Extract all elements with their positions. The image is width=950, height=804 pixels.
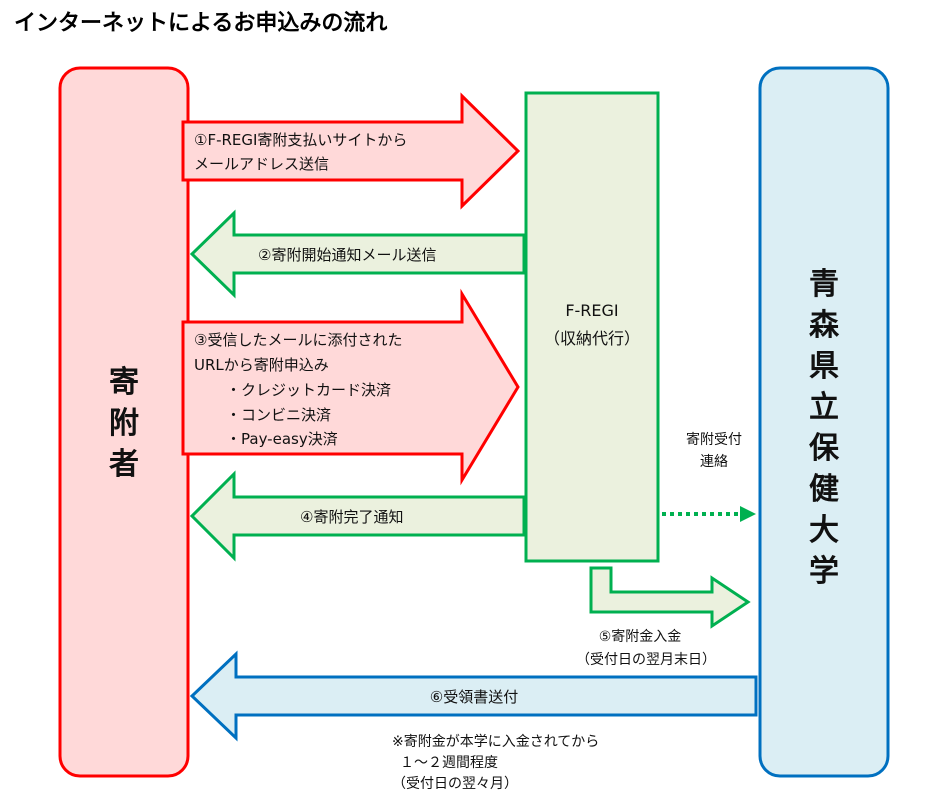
step1-line2: メールアドレス送信 <box>194 155 329 173</box>
fregi-name: F-REGI <box>565 301 618 320</box>
step3-method-payeasy: ・Pay-easy決済 <box>226 430 338 448</box>
step3-arrow <box>181 288 520 486</box>
step1-line1: ①F-REGI寄附支払いサイトから <box>194 131 407 149</box>
university-label-char-3: 県 <box>809 349 839 384</box>
university-box <box>758 66 890 778</box>
page-title: インターネットによるお申込みの流れ <box>14 10 387 36</box>
university-label-char-4: 立 <box>809 390 839 425</box>
step3-line2: URLから寄附申込み <box>194 356 329 374</box>
university-label-char-6: 健 <box>809 472 839 507</box>
step4-arrow <box>189 470 526 562</box>
notify-line2: 連絡 <box>700 454 728 470</box>
step2-text: ②寄附開始通知メール送信 <box>258 246 436 264</box>
step5-arrow <box>589 566 751 629</box>
step6-arrow <box>189 650 758 742</box>
step6-text: ⑥受領書送付 <box>430 688 518 706</box>
step4-text: ④寄附完了通知 <box>300 508 403 526</box>
fregi-box <box>524 91 660 563</box>
step3-line1: ③受信したメールに添付された <box>194 331 402 349</box>
step5-line1: ⑤寄附金入金 <box>599 628 682 645</box>
notify-line1: 寄附受付 <box>686 431 742 448</box>
step3-method-credit: ・クレジットカード決済 <box>226 381 391 399</box>
step2-arrow <box>189 209 526 299</box>
university-label-char-2: 森 <box>809 308 840 343</box>
notify-arrowhead <box>740 506 756 522</box>
step5-line2: （受付日の翌月末日） <box>576 652 716 668</box>
donor-label-char-3: 者 <box>109 447 139 482</box>
note-line1: ※寄附金が本学に入金されてから <box>392 733 599 750</box>
university-label-char-8: 学 <box>809 554 839 589</box>
note-line3: （受付日の翌々月） <box>392 776 518 792</box>
university-label-char-5: 保 <box>809 431 840 466</box>
fregi-subtitle: （収納代行） <box>544 329 640 348</box>
university-label-char-7: 大 <box>809 513 839 548</box>
step3-method-convenience: ・コンビニ決済 <box>226 406 331 424</box>
university-label-char-1: 青 <box>809 267 839 302</box>
note-line2: １～２週間程度 <box>400 755 498 771</box>
donor-label-char-1: 寄 <box>109 365 139 400</box>
donor-label-char-2: 附 <box>109 406 139 441</box>
step1-arrow <box>181 92 521 210</box>
